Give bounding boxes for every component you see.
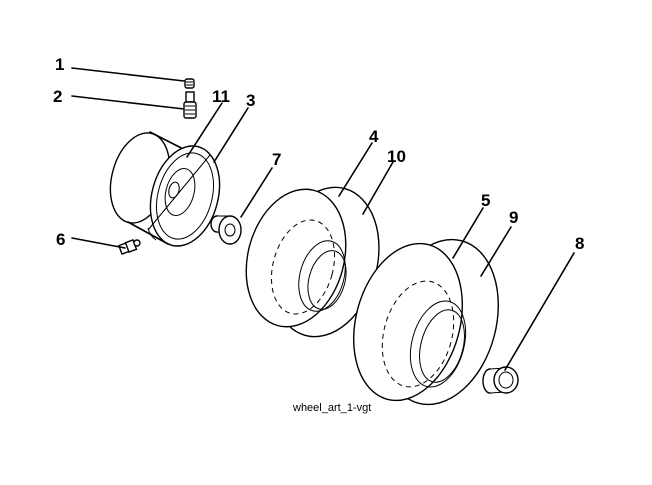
leader-2 xyxy=(71,95,185,110)
leader-10 xyxy=(362,161,394,215)
leader-7 xyxy=(240,167,273,218)
callout-10: 10 xyxy=(387,147,406,166)
leader-6 xyxy=(71,237,126,249)
callout-3: 3 xyxy=(246,91,255,110)
callout-1: 1 xyxy=(55,55,64,74)
leader-1 xyxy=(71,67,185,82)
leader-lines xyxy=(71,67,575,371)
bushing-part xyxy=(210,215,242,245)
callout-numbers: 1 2 11 3 7 4 10 5 9 8 6 xyxy=(53,55,584,253)
spacer-part xyxy=(482,366,519,394)
callout-2: 2 xyxy=(53,87,62,106)
tire-part-rear xyxy=(352,238,499,406)
leader-3 xyxy=(213,107,249,163)
callout-4: 4 xyxy=(369,127,379,146)
valve-cap-part xyxy=(184,78,195,89)
leader-11 xyxy=(186,102,223,158)
tire-part xyxy=(245,186,380,338)
callout-8: 8 xyxy=(575,234,584,253)
leader-9 xyxy=(480,226,512,277)
callout-5: 5 xyxy=(481,191,490,210)
leader-4 xyxy=(338,142,373,197)
callout-6: 6 xyxy=(56,230,65,249)
callout-11: 11 xyxy=(212,87,230,106)
diagram-caption: wheel_art_1-vgt xyxy=(292,402,371,414)
callout-9: 9 xyxy=(509,208,518,227)
wheel-rim-part xyxy=(109,131,221,247)
valve-stem-part xyxy=(183,91,197,119)
callout-7: 7 xyxy=(272,150,281,169)
leader-5 xyxy=(452,207,484,259)
leader-8 xyxy=(504,252,575,371)
